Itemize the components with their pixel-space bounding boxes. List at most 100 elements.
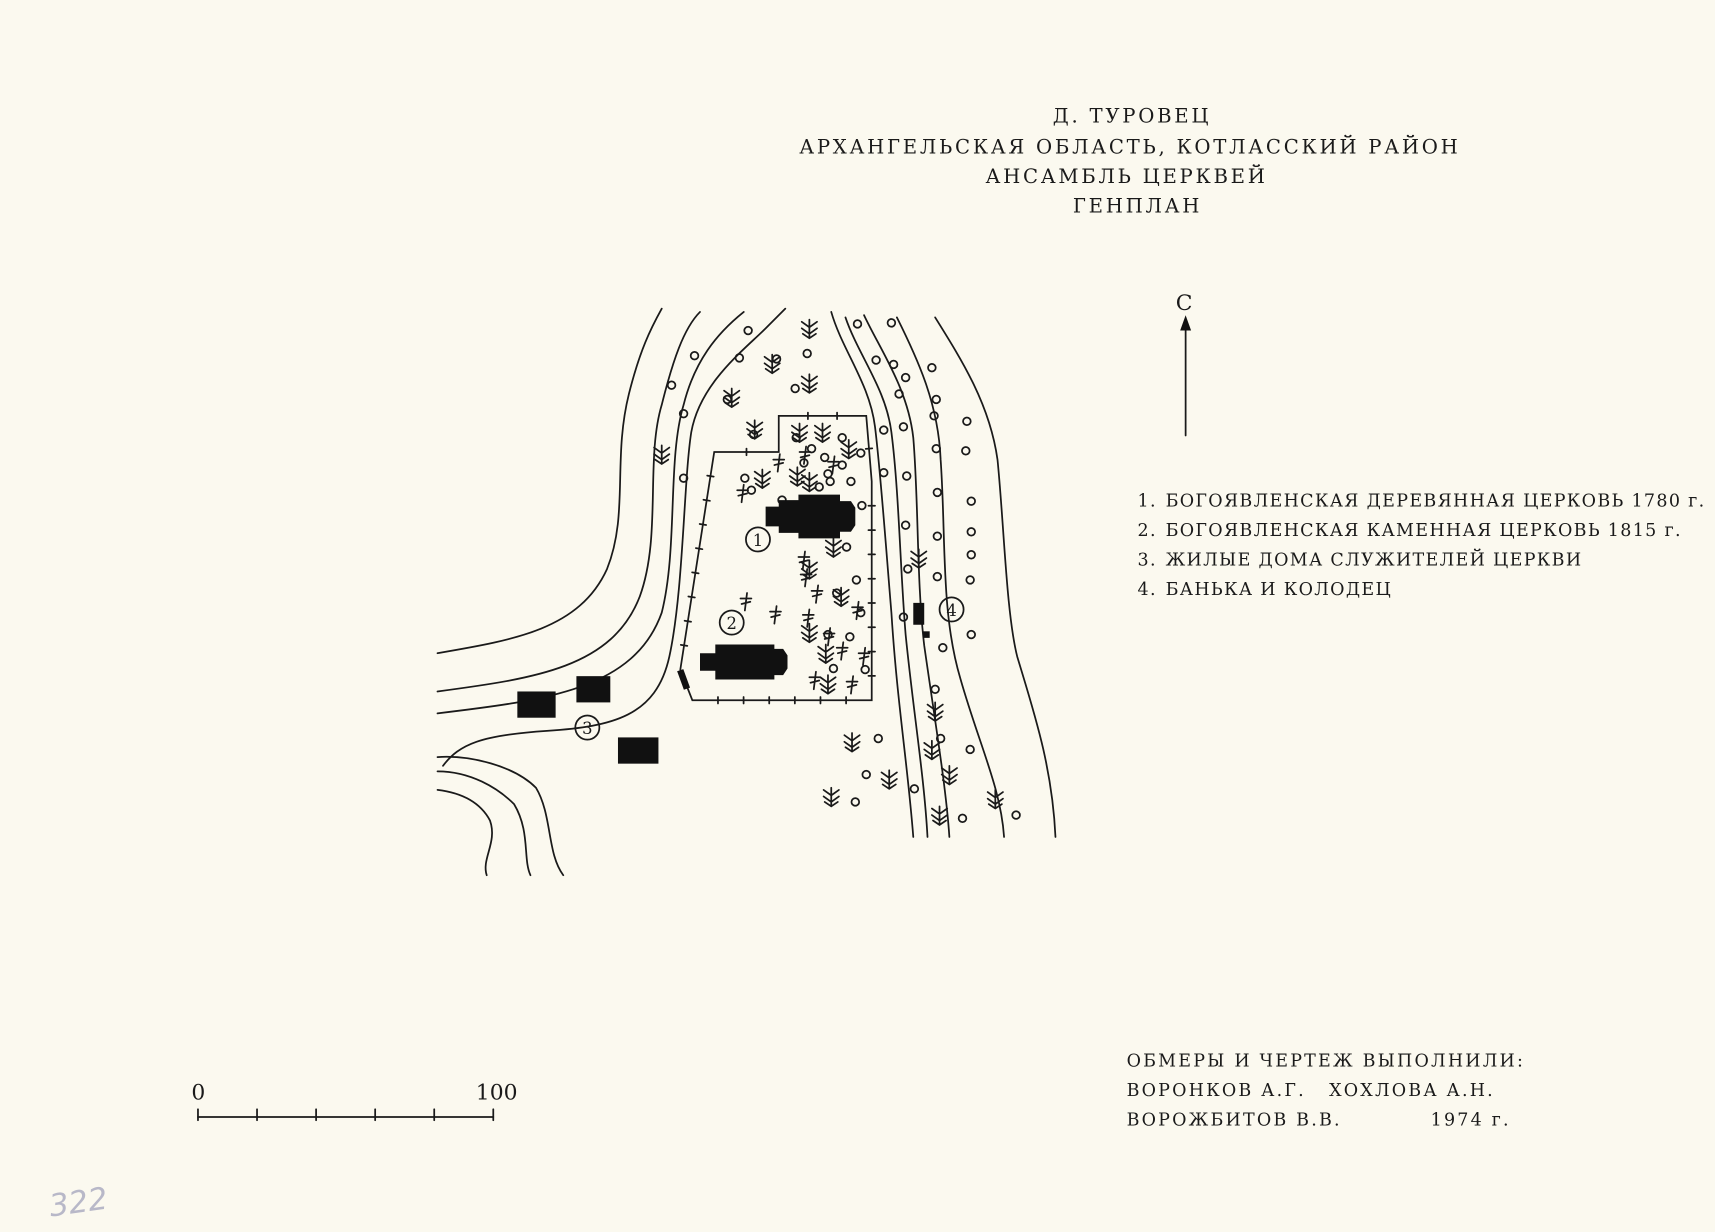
legend-item-2: 2.БОГОЯВЛЕНСКАЯ КАМЕННАЯ ЦЕРКОВЬ 1815 г. — [1138, 521, 1682, 541]
tree-circle-icon — [966, 527, 976, 537]
grave-cross-icon — [851, 600, 864, 621]
tree-circle-icon — [845, 632, 855, 642]
title-region: АРХАНГЕЛЬСКАЯ ОБЛАСТЬ, КОТЛАССКИЙ РАЙОН — [799, 133, 1460, 158]
grave-cross-icon — [845, 675, 859, 695]
grave-cross-icon — [769, 605, 782, 625]
tree-circle-icon — [734, 353, 745, 363]
map-label-2: 2 — [718, 609, 745, 636]
tree-circle-icon — [966, 629, 976, 640]
tree-circle-icon — [927, 363, 937, 373]
grave-cross-icon — [827, 455, 840, 475]
grave-cross-icon — [857, 646, 871, 667]
tree-circle-icon — [857, 500, 867, 511]
tree-circle-icon — [938, 643, 948, 653]
tree-circle-icon — [879, 468, 889, 478]
fence-post — [679, 644, 689, 647]
fir-tree-icon — [723, 387, 741, 409]
tree-circle-icon — [935, 733, 946, 744]
scale-end: 100 — [476, 1080, 518, 1105]
title-sheet: ГЕНПЛАН — [1073, 194, 1202, 217]
tree-circle-icon — [879, 425, 889, 435]
tree-circle-icon — [802, 348, 812, 359]
fir-tree-icon — [800, 318, 818, 340]
house-b — [576, 676, 611, 703]
svg-text:2: 2 — [727, 614, 737, 633]
tree-circle-icon — [931, 394, 941, 405]
fir-tree-icon — [880, 769, 898, 790]
fir-tree-icon — [923, 739, 941, 761]
legend-item-4: 4.БАНЬКА И КОЛОДЕЦ — [1138, 580, 1393, 600]
tree-circle-icon — [957, 813, 968, 824]
tree-circle-icon — [932, 487, 943, 498]
tree-circle-icon — [666, 380, 677, 390]
map-labels: 1 2 3 4 — [574, 526, 965, 741]
grave-cross-icon — [808, 670, 822, 691]
tree-circle-icon — [678, 408, 689, 419]
tree-circle-icon — [860, 664, 870, 675]
grave-cross-icon — [822, 627, 836, 647]
tree-circle-icon — [966, 550, 976, 560]
map-label-3: 3 — [574, 714, 601, 741]
grave-cross-icon — [736, 483, 749, 504]
fence-post — [695, 547, 704, 551]
fir-tree-icon — [800, 622, 818, 644]
buildings — [517, 494, 930, 764]
tree-circle-icon — [825, 476, 835, 487]
map-label-4: 4 — [938, 596, 965, 623]
stone-church-1815 — [700, 644, 788, 680]
tree-circle-icon — [828, 663, 839, 674]
legend-item-3: 3.ЖИЛЫЕ ДОМА СЛУЖИТЕЛЕЙ ЦЕРКВИ — [1138, 550, 1583, 571]
tree-circle-icon — [790, 383, 800, 394]
tree-circle-icon — [823, 469, 833, 479]
fir-tree-icon — [753, 468, 771, 490]
fir-tree-icon — [832, 586, 850, 608]
tree-circle-icon — [837, 433, 847, 443]
title-village: Д. ТУРОВЕЦ — [1053, 105, 1212, 128]
fir-tree-icon — [910, 548, 928, 569]
house-a — [517, 691, 556, 718]
tree-circle-icon — [962, 416, 972, 427]
bathhouse — [913, 602, 925, 625]
tree-circle-icon — [851, 575, 862, 585]
title-block: Д. ТУРОВЕЦ АРХАНГЕЛЬСКАЯ ОБЛАСТЬ, КОТЛАС… — [799, 105, 1460, 218]
tree-circle-icon — [900, 372, 911, 383]
tree-circle-icon — [856, 448, 866, 458]
grave-cross-icon — [798, 445, 812, 465]
tree-circle-icon — [965, 575, 975, 585]
tree-circle-icon — [909, 784, 920, 794]
fir-tree-icon — [791, 422, 809, 444]
tree-circle-icon — [871, 355, 881, 365]
north-arrow-icon: С — [1176, 291, 1193, 437]
tree-circle-icon — [819, 452, 830, 463]
fir-tree-icon — [817, 643, 835, 665]
tree-circle-icon — [900, 520, 911, 530]
fir-tree-icon — [822, 786, 840, 808]
well — [923, 631, 930, 638]
tree-circle-icon — [931, 443, 941, 454]
tree-circle-icon — [841, 542, 852, 552]
tree-circle-icon — [743, 325, 753, 336]
tree-circle-icon — [898, 612, 909, 622]
svg-text:3: 3 — [582, 719, 592, 738]
legend-item-1: 1.БОГОЯВЛЕНСКАЯ ДЕРЕВЯННАЯ ЦЕРКОВЬ 1780 … — [1138, 492, 1706, 512]
north-label: С — [1176, 291, 1193, 316]
grave-cross-icon — [772, 453, 786, 473]
tree-circle-icon — [932, 531, 943, 541]
grave-cross-icon — [799, 568, 813, 588]
tree-circle-icon — [850, 797, 861, 807]
tree-circle-icon — [806, 443, 817, 454]
vegetation — [653, 318, 1021, 826]
fir-tree-icon — [986, 789, 1004, 810]
credits: ОБМЕРЫ И ЧЕРТЕЖ ВЫПОЛНИЛИ: ВОРОНКОВ А.Г.… — [1127, 1052, 1523, 1131]
fence-post — [698, 523, 708, 526]
tree-circle-icon — [852, 319, 863, 329]
credits-line1: ВОРОНКОВ А.Г. ХОХЛОВА А.Н. — [1127, 1081, 1495, 1101]
credits-year: 1974 г. — [1431, 1111, 1511, 1131]
fir-tree-icon — [813, 422, 832, 444]
tree-circle-icon — [689, 350, 700, 361]
tree-circle-icon — [966, 496, 976, 506]
fir-tree-icon — [653, 444, 671, 466]
fir-tree-icon — [843, 732, 861, 753]
legend: 1.БОГОЯВЛЕНСКАЯ ДЕРЕВЯННАЯ ЦЕРКОВЬ 1780 … — [1138, 492, 1706, 601]
